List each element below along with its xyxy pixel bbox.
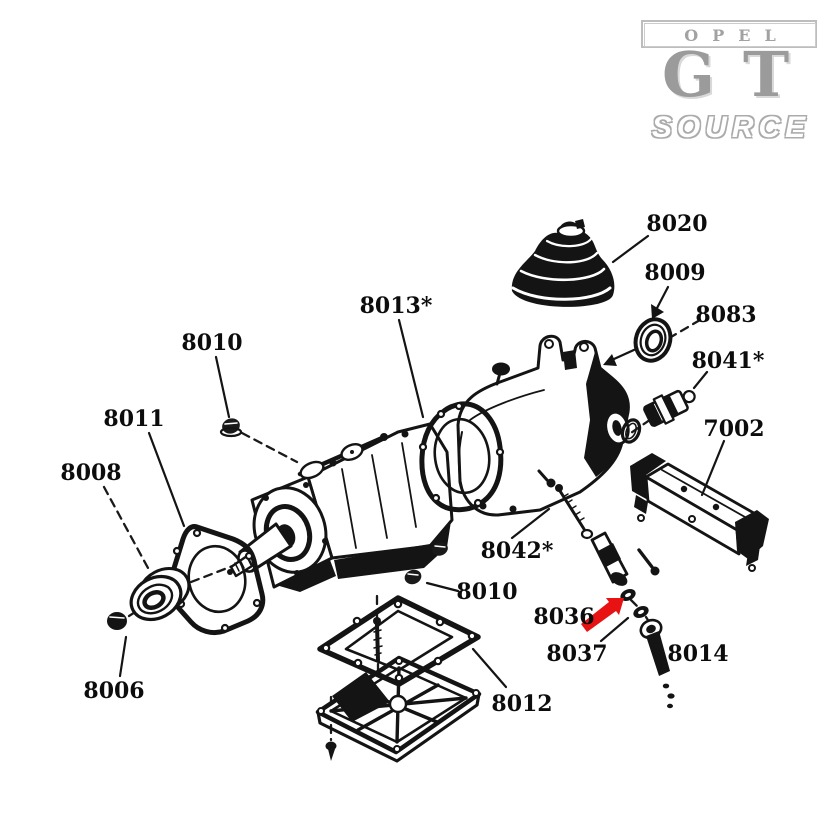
shift-boot-8020 [511,219,615,307]
speedometer-drive-assembly [537,469,675,709]
part-label-8013: 8013* [359,293,433,319]
seal-ring-8083 [633,317,673,363]
part-label-8009: 8009 [644,260,706,286]
part-label-8008: 8008 [60,460,122,486]
opel-logo-box: OPEL [641,20,817,48]
pan-stud [373,617,383,662]
part-label-8011: 8011 [103,406,165,432]
part-label-8006: 8006 [83,678,145,704]
part-label-8083: 8083 [695,302,757,328]
gasket-8013 [418,401,505,513]
part-label-8042: 8042* [480,538,554,564]
oil-pan [315,655,482,763]
seal-8008 [129,567,191,622]
part-label-8010-upper: 8010 [181,330,243,356]
opel-logo-text: OPEL [644,23,816,47]
part-label-8010-lower: 8010 [456,579,518,605]
transmission-mount-7002 [630,453,769,572]
part-label-8037: 8037 [546,641,608,667]
nut-8010-lower [404,542,448,585]
arrowhead-8083-ring [603,354,617,366]
source-logo-text: SOURCE [651,111,811,144]
highlight-arrow-8036 [581,598,624,632]
part-label-8020: 8020 [646,211,708,237]
part-label-8041: 8041* [691,348,765,374]
leader-lines [118,234,726,689]
nut-8006 [107,612,127,630]
reverse-switch-8041 [620,389,696,444]
part-label-8012: 8012 [491,691,553,717]
part-label-8036: 8036 [533,604,595,630]
nut-8010-upper [219,418,243,438]
arrowhead-8009 [651,304,664,319]
part-label-7002: 7002 [703,416,765,442]
part-label-8014: 8014 [667,641,729,667]
oil-pan-gasket-8012 [317,595,481,687]
pan-bolt [325,741,337,761]
switch-o-ring [620,418,642,444]
gt-logo-text: GT [662,38,818,111]
